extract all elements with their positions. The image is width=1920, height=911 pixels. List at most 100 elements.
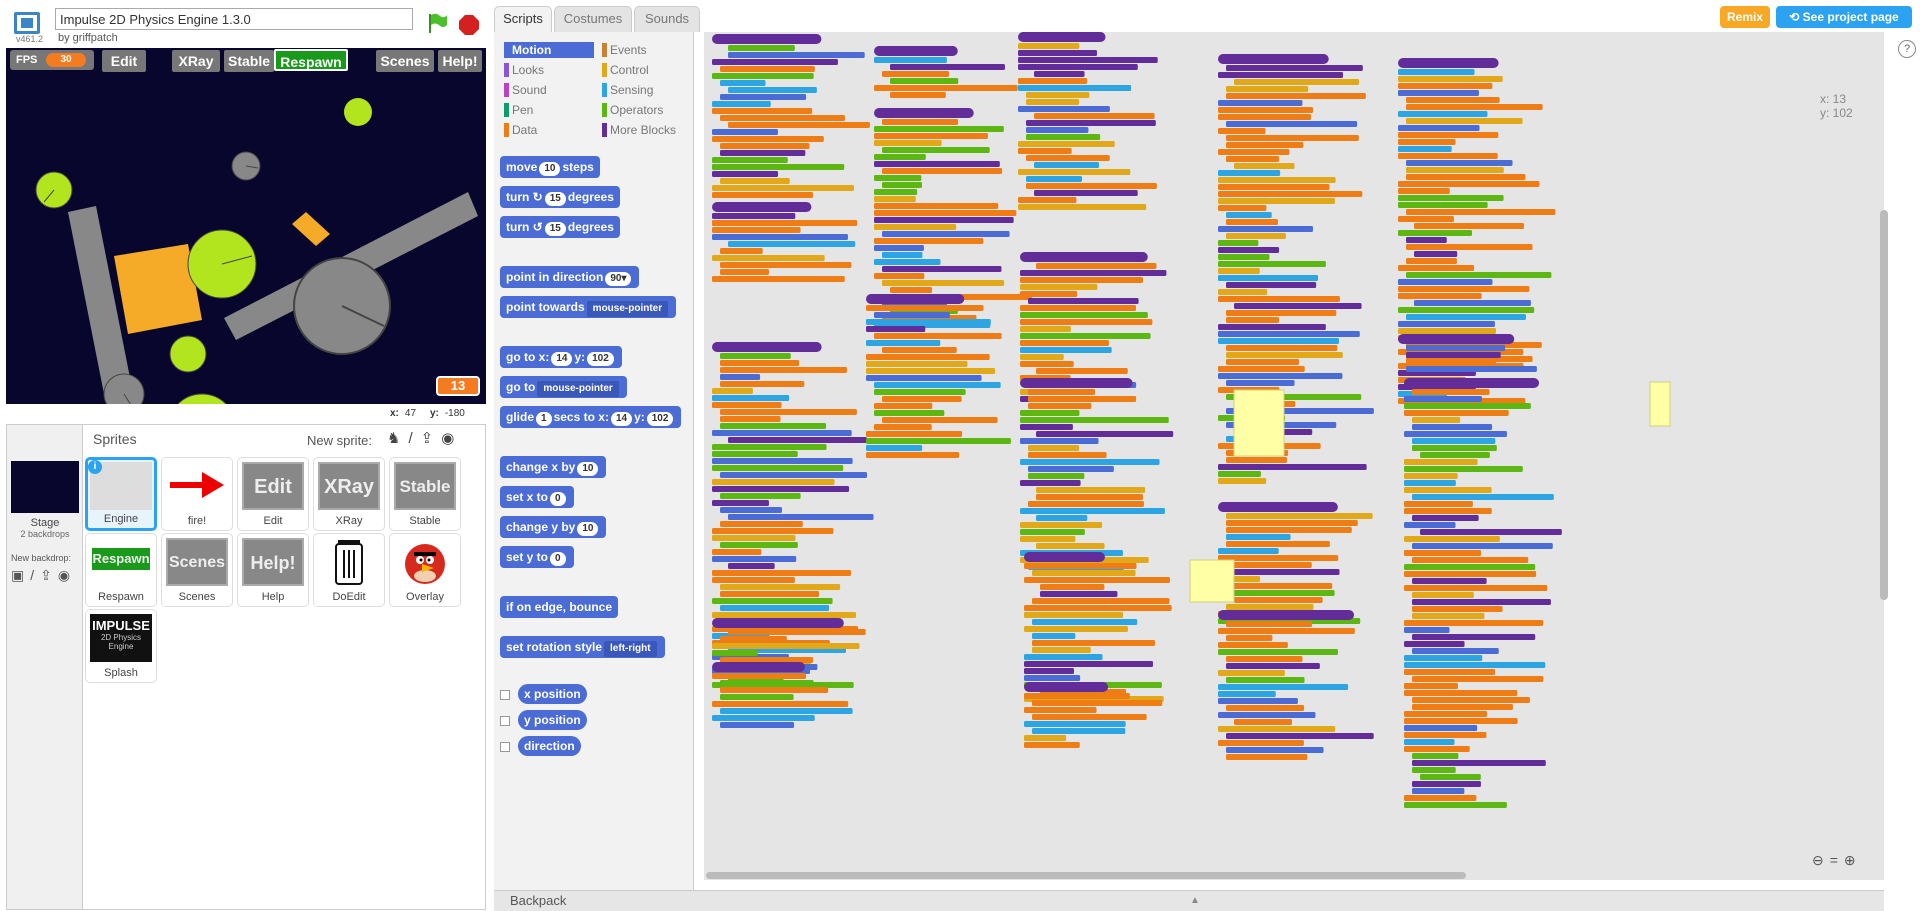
script-comment[interactable]: [1649, 381, 1671, 427]
script-block[interactable]: [1032, 728, 1126, 734]
horizontal-scrollbar[interactable]: [706, 872, 1466, 879]
script-block[interactable]: [1024, 668, 1075, 674]
script-block[interactable]: [1218, 107, 1314, 113]
script-block[interactable]: [1404, 571, 1537, 577]
script-block[interactable]: [874, 333, 1002, 339]
sprite-tile-engine[interactable]: i Engine: [85, 457, 157, 531]
category-operators[interactable]: Operators: [602, 102, 690, 118]
script-block[interactable]: [1218, 275, 1319, 281]
block-input[interactable]: 1: [536, 412, 552, 426]
script-block[interactable]: [1412, 753, 1459, 759]
script-block[interactable]: [1412, 648, 1499, 654]
script-block[interactable]: [1226, 513, 1373, 519]
script-block[interactable]: [1018, 148, 1072, 154]
script-block[interactable]: [1020, 305, 1137, 311]
reporter-y-position[interactable]: y position: [518, 710, 587, 730]
script-block[interactable]: [1218, 691, 1276, 697]
script-block[interactable]: [1020, 270, 1167, 276]
script-block[interactable]: [1218, 464, 1367, 470]
script-block[interactable]: [874, 312, 950, 318]
script-block[interactable]: [1218, 649, 1338, 655]
script-block[interactable]: [874, 85, 1018, 91]
script-block[interactable]: [1028, 403, 1092, 409]
block-input[interactable]: 14: [610, 412, 633, 426]
script-block[interactable]: [1024, 735, 1067, 741]
script-block[interactable]: [1218, 261, 1326, 267]
script-block[interactable]: [874, 126, 1004, 132]
script-block[interactable]: [1404, 655, 1483, 661]
script-block[interactable]: [712, 157, 788, 163]
script-block[interactable]: [1028, 445, 1080, 451]
choose-sprite-icon[interactable]: ♞: [387, 430, 409, 447]
script-block[interactable]: [1226, 317, 1280, 323]
script-block[interactable]: [882, 168, 1003, 174]
script-block[interactable]: [882, 147, 990, 153]
script-block[interactable]: [874, 140, 942, 146]
script-block[interactable]: [728, 514, 874, 520]
script-block[interactable]: [712, 101, 771, 107]
script-block[interactable]: [1226, 156, 1280, 162]
block-input[interactable]: 102: [587, 352, 614, 366]
script-block[interactable]: [1406, 209, 1556, 215]
script-block[interactable]: [712, 612, 857, 618]
script-block[interactable]: [1226, 457, 1288, 463]
script-block[interactable]: [874, 238, 984, 244]
script-block[interactable]: [712, 479, 835, 485]
script-block[interactable]: [1024, 742, 1080, 748]
script-block[interactable]: [1018, 78, 1088, 84]
script-block[interactable]: [1404, 585, 1548, 591]
script-block[interactable]: [1404, 410, 1509, 416]
script-block[interactable]: [1226, 541, 1330, 547]
script-block[interactable]: [866, 445, 923, 451]
script-block[interactable]: [1398, 83, 1493, 89]
script-block[interactable]: [728, 52, 865, 58]
script-block[interactable]: [1404, 739, 1455, 745]
script-block[interactable]: [1024, 563, 1137, 569]
x-position-checkbox[interactable]: [500, 690, 510, 700]
script-block[interactable]: [1218, 149, 1290, 155]
script-block[interactable]: [720, 542, 798, 548]
script-block[interactable]: [1020, 284, 1098, 290]
script-block[interactable]: [1398, 90, 1479, 96]
script-block[interactable]: [1018, 169, 1131, 175]
script-block[interactable]: [712, 234, 848, 240]
script-block[interactable]: [1020, 291, 1078, 297]
script-block[interactable]: [720, 178, 790, 184]
script-block[interactable]: [882, 417, 998, 423]
script-block[interactable]: [720, 269, 769, 275]
script-block[interactable]: [712, 570, 852, 576]
script-block[interactable]: [1218, 373, 1343, 379]
script-block[interactable]: [1020, 333, 1151, 339]
script-block[interactable]: [720, 493, 801, 499]
script-block[interactable]: [712, 673, 807, 679]
script-block[interactable]: [712, 108, 813, 114]
script-block[interactable]: [1036, 494, 1143, 500]
script-block[interactable]: [712, 528, 834, 534]
sprite-tile-overlay[interactable]: Overlay: [389, 533, 461, 607]
script-block[interactable]: [1398, 181, 1540, 187]
script-block[interactable]: [1020, 424, 1073, 430]
script-block[interactable]: [728, 629, 866, 635]
script-block[interactable]: [1024, 661, 1153, 667]
script-block[interactable]: [1020, 522, 1103, 528]
script-hat-block[interactable]: [712, 662, 805, 672]
script-block[interactable]: [1412, 606, 1503, 612]
script-block[interactable]: [1412, 515, 1479, 521]
block-input[interactable]: 0: [550, 492, 566, 506]
category-pen[interactable]: Pen: [504, 102, 594, 118]
script-block[interactable]: [1020, 417, 1169, 423]
script-block[interactable]: [1412, 445, 1497, 451]
script-block[interactable]: [720, 687, 829, 693]
fullscreen-icon[interactable]: [14, 12, 40, 34]
script-block[interactable]: [712, 402, 782, 408]
script-block[interactable]: [1404, 641, 1465, 647]
block-input[interactable]: 14: [551, 352, 573, 366]
script-block[interactable]: [1018, 57, 1158, 63]
script-block[interactable]: [866, 340, 941, 346]
script-block[interactable]: [1404, 431, 1507, 437]
script-block[interactable]: [874, 175, 922, 181]
script-block[interactable]: [874, 424, 932, 430]
script-block[interactable]: [1218, 128, 1266, 134]
